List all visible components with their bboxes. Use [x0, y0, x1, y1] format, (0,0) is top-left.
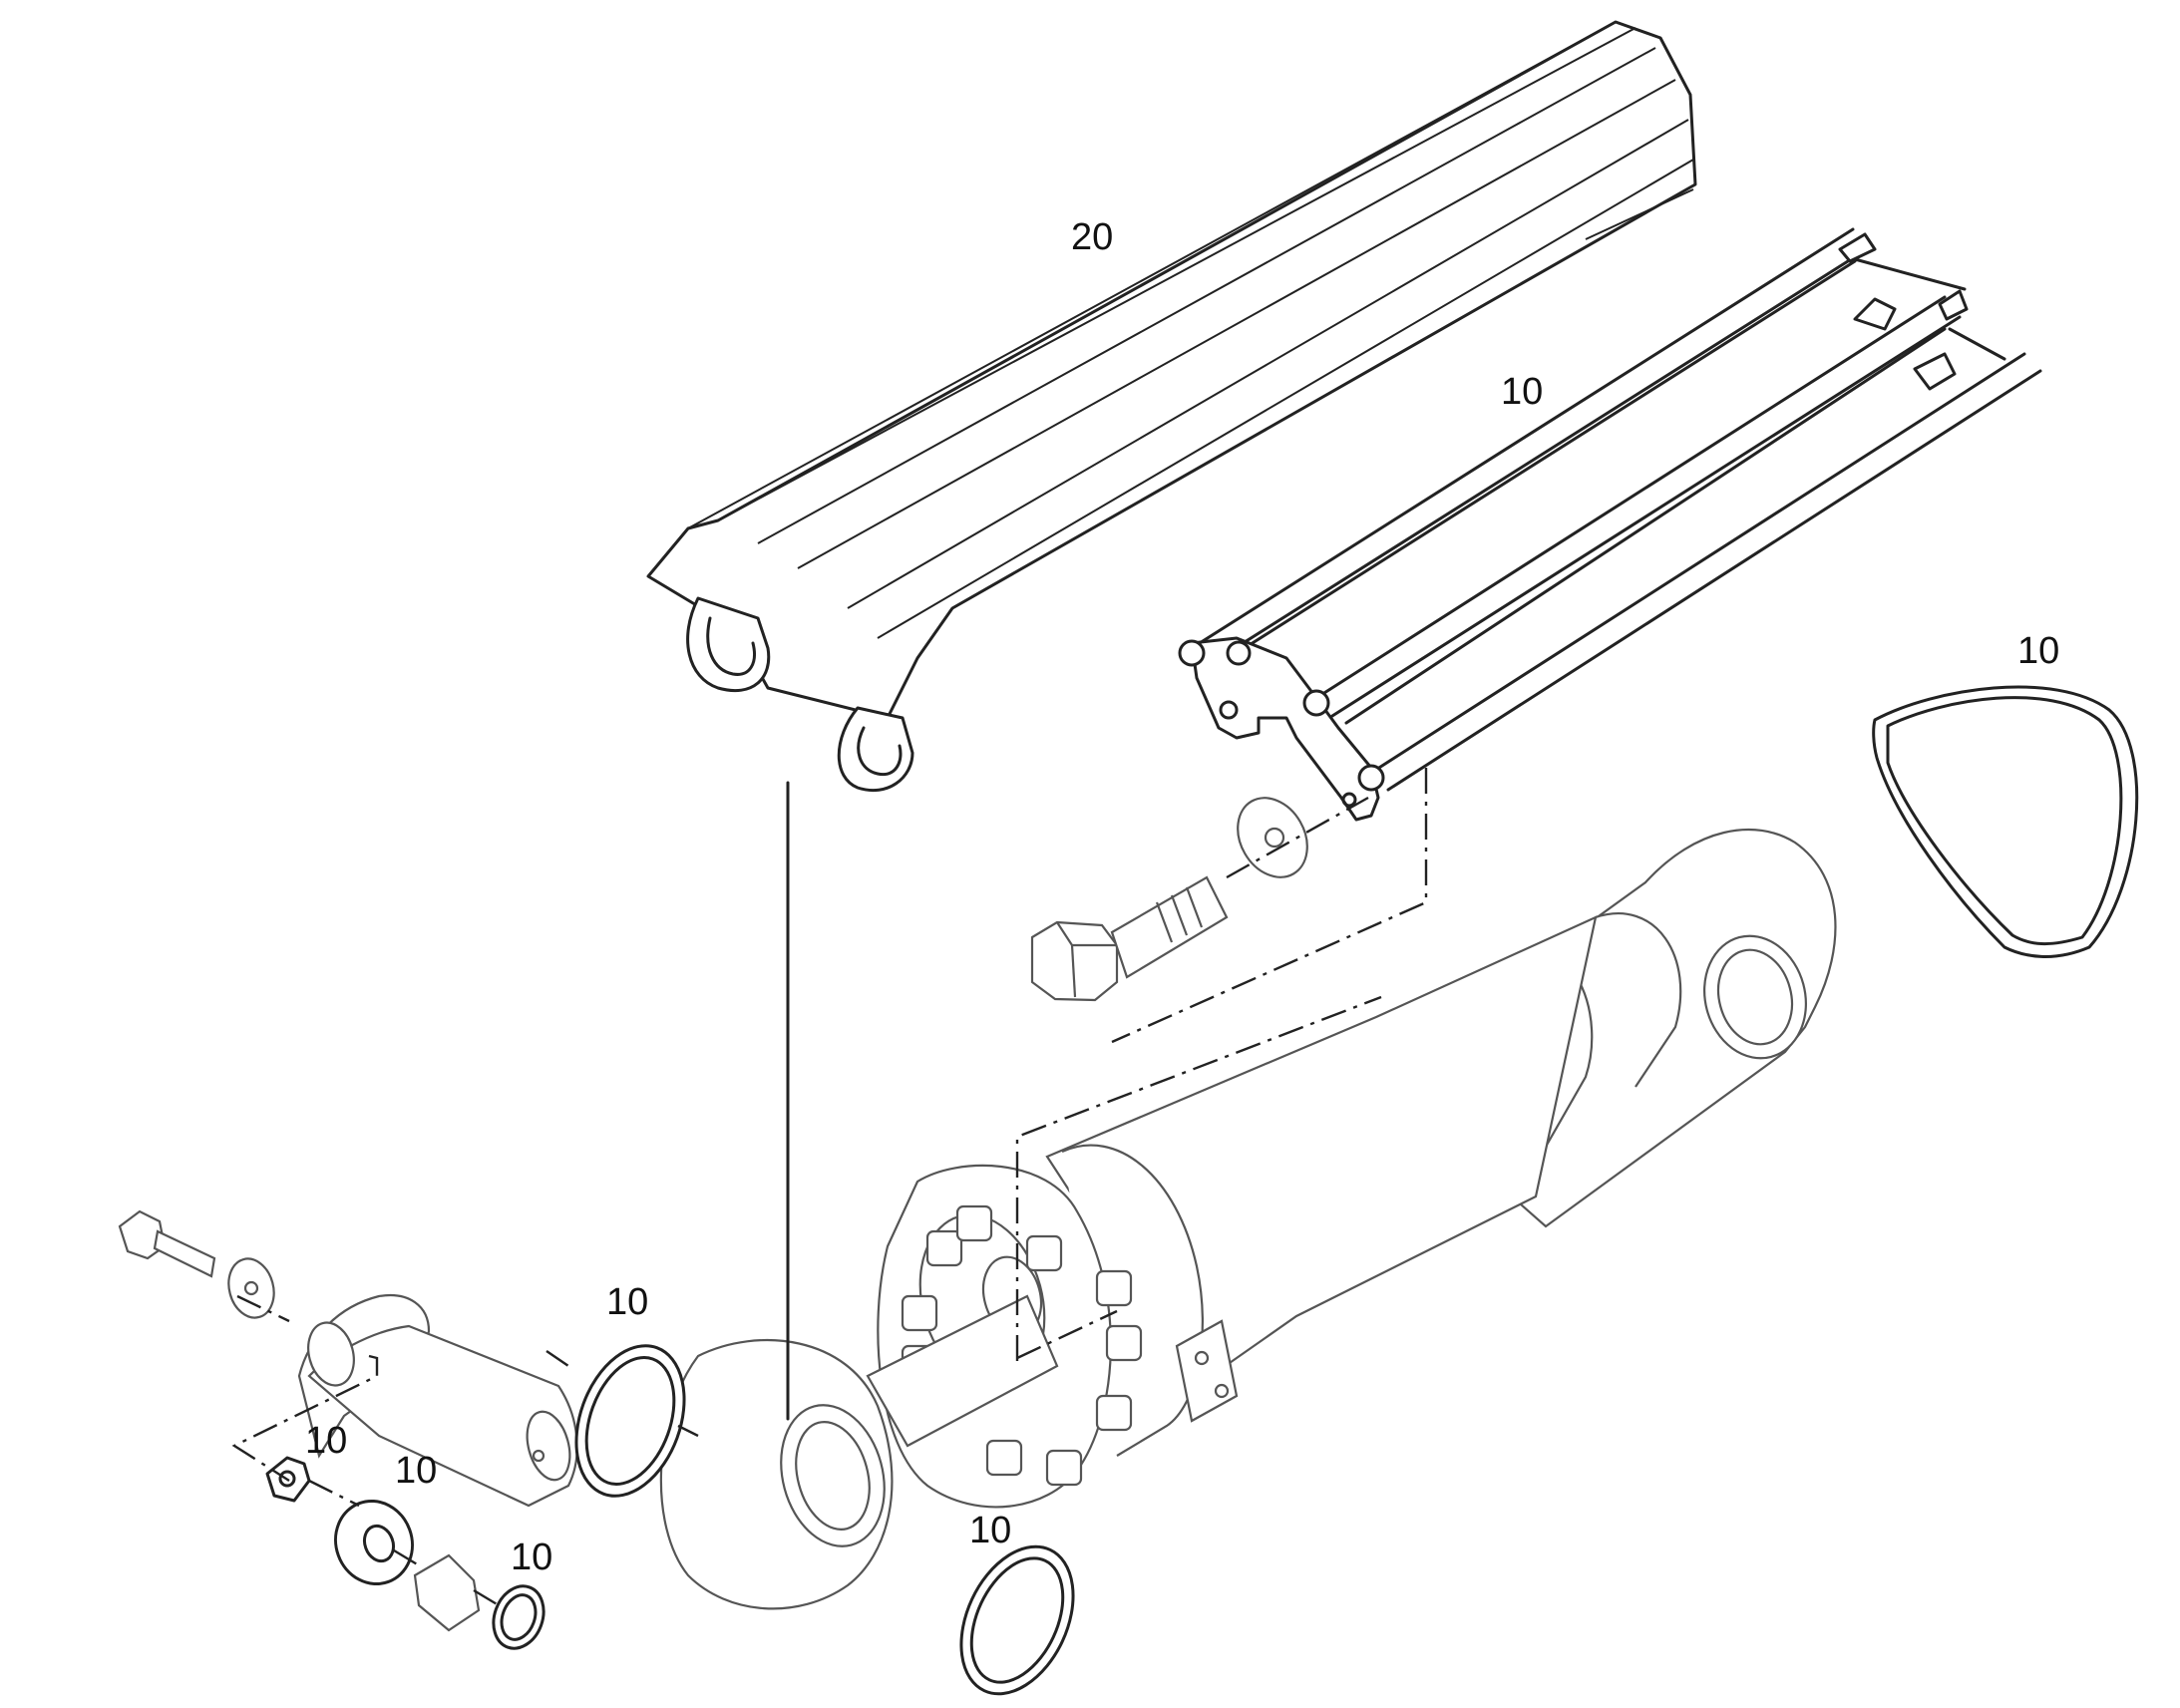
cylinder-part [659, 828, 1837, 1610]
callout-nut: 10 [305, 1420, 347, 1462]
callout-tube-frame: 10 [1501, 371, 1543, 413]
callout-small-ring: 10 [511, 1537, 552, 1578]
callout-washer: 10 [395, 1450, 437, 1492]
callout-seal-ring-bottom: 10 [969, 1510, 1011, 1551]
tube-frame-part [1178, 227, 2042, 822]
leader-lines [231, 768, 1428, 1607]
belt-part [1872, 685, 2139, 958]
bolt-upper-part [1030, 797, 1308, 1002]
flange-bolts [901, 1204, 1143, 1487]
callout-belt: 10 [2017, 630, 2059, 672]
cover-part [646, 20, 1697, 793]
callout-labels: 20 10 10 10 10 10 10 10 [305, 216, 2059, 1578]
pin-assembly-part [118, 1209, 578, 1508]
callout-seal-ring-left: 10 [606, 1281, 648, 1323]
callout-cover: 20 [1071, 216, 1113, 258]
